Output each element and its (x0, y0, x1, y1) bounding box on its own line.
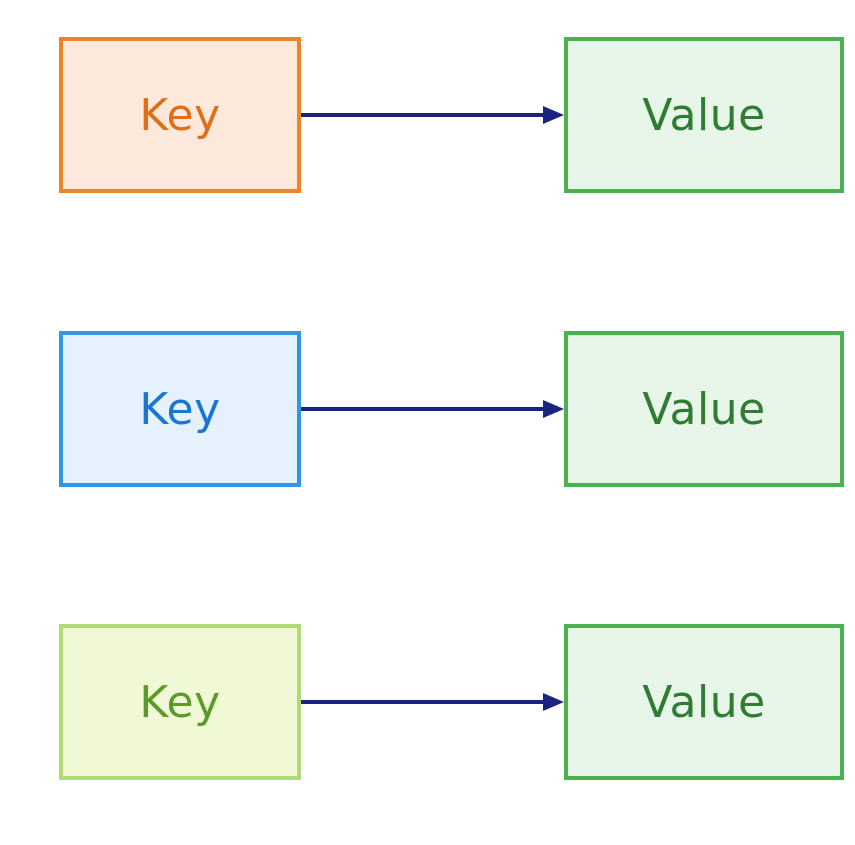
value-box: Value (564, 331, 844, 487)
value-label: Value (642, 676, 766, 728)
value-label: Value (642, 89, 766, 141)
value-label: Value (642, 383, 766, 435)
key-label: Key (139, 676, 221, 728)
key-label: Key (139, 383, 221, 435)
key-box-blue: Key (59, 331, 301, 487)
key-label: Key (139, 89, 221, 141)
key-value-pair-3: Key Value (0, 624, 855, 780)
value-box: Value (564, 624, 844, 780)
value-box: Value (564, 37, 844, 193)
key-box-green: Key (59, 624, 301, 780)
arrow-right-icon (301, 106, 564, 124)
arrow-right-icon (301, 693, 564, 711)
arrow-right-icon (301, 400, 564, 418)
key-value-pair-2: Key Value (0, 331, 855, 487)
key-value-pair-1: Key Value (0, 37, 855, 193)
key-box-orange: Key (59, 37, 301, 193)
